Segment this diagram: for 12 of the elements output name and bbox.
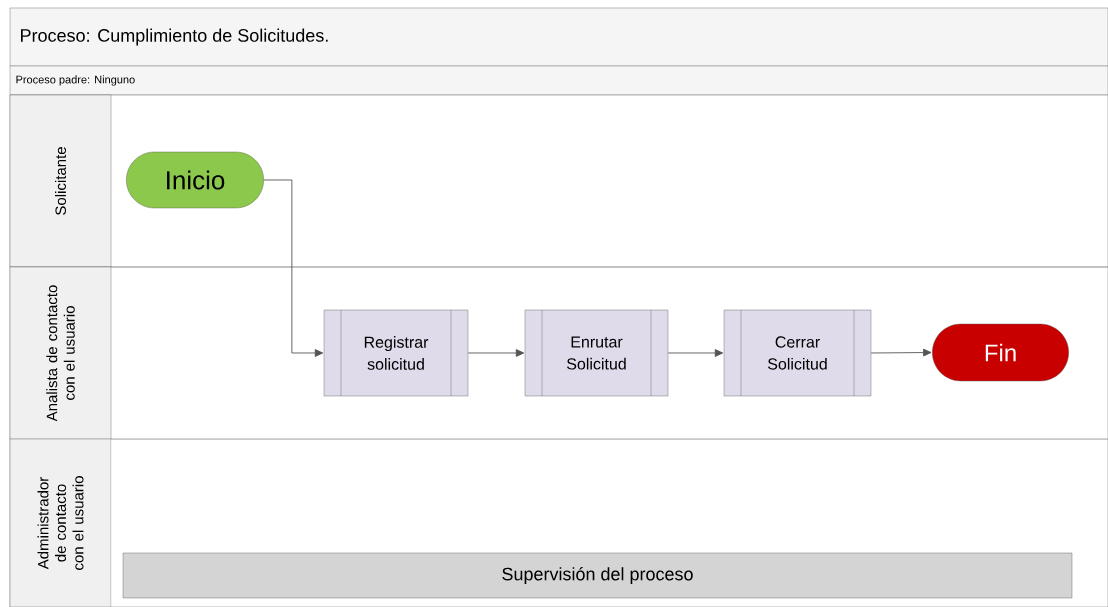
start-terminal: Inicio xyxy=(126,151,264,209)
activity-bar: Supervisión del proceso xyxy=(122,552,1073,599)
arrow xyxy=(263,179,324,357)
arrow xyxy=(467,349,525,357)
subprocess-box: Cerrar Solicitud xyxy=(723,309,872,397)
subprocess-box: Registrar solicitud xyxy=(323,309,469,397)
arrow xyxy=(870,348,932,357)
subprocess-box: Enrutar Solicitud xyxy=(524,309,669,397)
title-band: Proceso: Cumplimiento de Solicitudes. xyxy=(9,7,1108,67)
end-terminal: Fin xyxy=(932,323,1069,382)
arrow xyxy=(667,349,724,357)
subtitle-band: Proceso padre: Ninguno xyxy=(9,65,1108,96)
